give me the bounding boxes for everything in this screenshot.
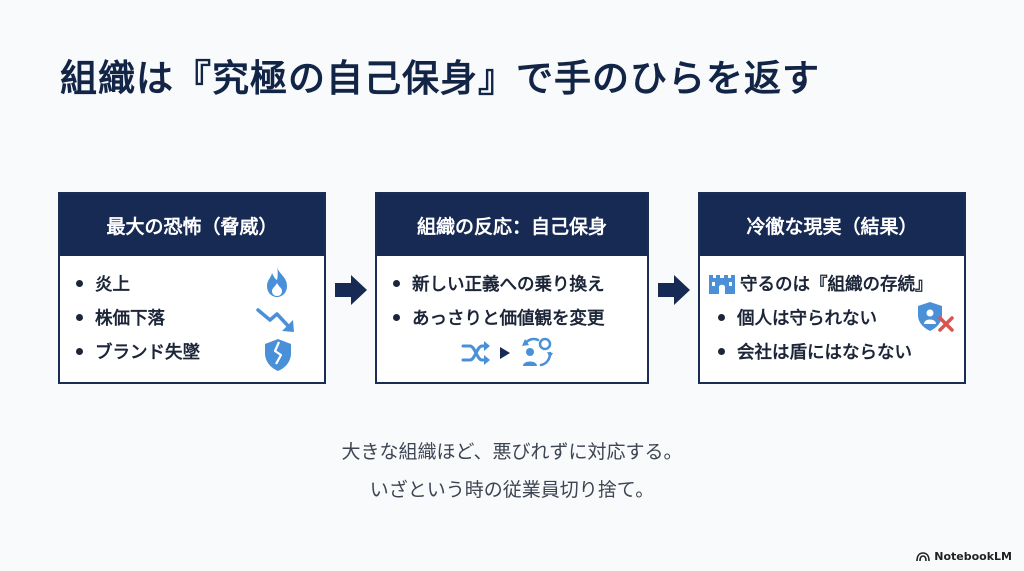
card-reaction-header: 組織の反応：自己保身 bbox=[377, 194, 647, 256]
caption-line-1: 大きな組織ほど、悪びれずに対応する。 bbox=[341, 441, 683, 463]
list-item-label: 株価下落 bbox=[95, 308, 165, 329]
card-reality: 冷徹な現実（結果） 守るのは『組織の存続』 個人は守られない 会社は盾にはならな… bbox=[698, 192, 966, 384]
list-item: 株価下落 bbox=[76, 300, 310, 334]
list-item: 炎上 bbox=[76, 266, 310, 300]
shuffle-icon bbox=[461, 341, 490, 365]
person-cycle-icon bbox=[522, 337, 553, 367]
lead-item: 守るのは『組織の存続』 bbox=[708, 266, 950, 300]
play-triangle-icon bbox=[500, 347, 510, 359]
list-item-label: 個人は守られない bbox=[737, 308, 877, 329]
bullet bbox=[718, 347, 725, 355]
bullet bbox=[76, 279, 83, 287]
list-item: あっさりと価値観を変更 bbox=[393, 300, 633, 334]
list-item: 新しい正義への乗り換え bbox=[393, 266, 633, 300]
slide-title: 組織は『究極の自己保身』で手のひらを返す bbox=[60, 57, 820, 100]
card-reaction: 組織の反応：自己保身 新しい正義への乗り換え あっさりと価値観を変更 bbox=[375, 192, 649, 384]
list-item: 個人は守られない bbox=[708, 300, 950, 334]
card-threat: 最大の恐怖（脅威） 炎上 株価下落 ブランド失墜 bbox=[58, 192, 326, 384]
flow-arrow-icon bbox=[658, 275, 690, 305]
list-item: ブランド失墜 bbox=[76, 334, 310, 368]
list-item-label: 新しい正義への乗り換え bbox=[412, 274, 605, 295]
broken-shield-icon bbox=[265, 339, 291, 371]
brand-badge: NotebookLM bbox=[916, 550, 1012, 563]
bullet bbox=[76, 313, 83, 321]
bullet bbox=[718, 313, 725, 321]
fire-icon bbox=[267, 267, 287, 297]
card-threat-header: 最大の恐怖（脅威） bbox=[60, 194, 324, 256]
bullet bbox=[76, 347, 83, 355]
stock-down-arrow-icon bbox=[256, 308, 294, 332]
card-reality-header: 冷徹な現実（結果） bbox=[700, 194, 964, 256]
list-item-label: ブランド失墜 bbox=[95, 342, 200, 363]
brand-label: NotebookLM bbox=[934, 550, 1012, 563]
list-item-label: 会社は盾にはならない bbox=[737, 342, 912, 363]
castle-icon bbox=[709, 275, 735, 294]
lead-item-label: 守るのは『組織の存続』 bbox=[740, 274, 933, 295]
list-item-label: あっさりと価値観を変更 bbox=[412, 308, 605, 329]
person-shield-cross-icon bbox=[918, 302, 954, 332]
caption-line-2: いざという時の従業員切り捨て。 bbox=[369, 479, 655, 501]
bullet bbox=[393, 279, 400, 287]
flow-arrow-icon bbox=[335, 275, 367, 305]
list-item-label: 炎上 bbox=[95, 274, 130, 295]
list-item: 会社は盾にはならない bbox=[708, 334, 950, 368]
notebooklm-logo-icon bbox=[916, 551, 931, 561]
bullet bbox=[393, 313, 400, 321]
